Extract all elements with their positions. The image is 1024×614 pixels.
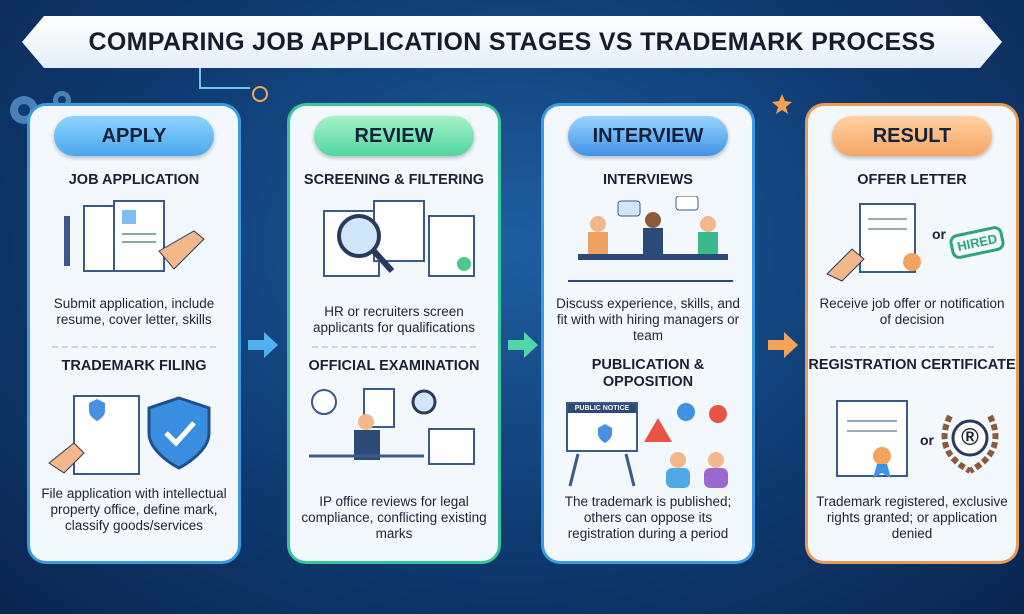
stage-label: RESULT (872, 124, 952, 147)
stage-pill-apply: APPLY (54, 116, 214, 156)
stage-card-interview: INTERVIEW INTERVIEWS Discuss experience,… (544, 106, 752, 561)
stage-card-apply: APPLY JOB APPLICATION Submit application… (30, 106, 238, 561)
offer-letter-icon (826, 203, 921, 282)
stage-label: APPLY (101, 124, 167, 147)
magnifier-profiles-icon (323, 200, 475, 277)
section-divider (830, 346, 994, 348)
trademark-filing-shield-icon (48, 395, 211, 475)
opposition-people-icon (568, 403, 728, 488)
trademark-step-title: REGISTRATION CERTIFICATE (808, 357, 1016, 373)
job-step-title: JOB APPLICATION (68, 172, 200, 188)
offer-letter-illustration: or HIRED (822, 194, 1007, 289)
trademark-step-description: File application with intellectual prope… (41, 486, 227, 533)
or-label: or (920, 432, 934, 448)
job-step-title: INTERVIEWS (603, 172, 693, 188)
resume-documents-icon (64, 200, 205, 272)
trademark-step-description: Trademark registered, exclusive rights g… (816, 494, 1008, 541)
certificate-icon (836, 400, 908, 478)
interview-meeting-icon (568, 196, 733, 282)
job-step-description: Discuss experience, skills, and fit with… (556, 296, 740, 343)
registration-certificate-illustration: or ® (822, 396, 1002, 486)
page-title: COMPARING JOB APPLICATION STAGES VS TRAD… (88, 27, 936, 56)
star-icon (772, 94, 792, 114)
laurel-wreath-icon (941, 414, 999, 474)
stage-label: REVIEW (354, 124, 434, 147)
or-label: or (932, 226, 946, 242)
section-divider (52, 346, 216, 348)
hired-stamp: HIRED (947, 224, 1007, 261)
trademark-step-title: PUBLICATION & OPPOSITION (591, 357, 705, 390)
job-step-description: Receive job offer or notification of dec… (819, 296, 1005, 327)
job-step-title: OFFER LETTER (857, 172, 967, 188)
registered-symbol: ® (961, 424, 979, 451)
arrow-right-icon (768, 332, 798, 358)
job-step-description: HR or recruiters screen applicants for q… (312, 304, 476, 335)
public-notice-label: PUBLIC NOTICE (568, 404, 636, 413)
stage-label: INTERVIEW (592, 124, 704, 147)
stage-pill-review: REVIEW (314, 116, 474, 156)
trademark-step-title: OFFICIAL EXAMINATION (308, 358, 480, 374)
stage-pill-interview: INTERVIEW (568, 116, 728, 156)
trademark-step-description: IP office reviews for legal compliance, … (301, 494, 487, 541)
trademark-step-title: TRADEMARK FILING (61, 358, 207, 374)
title-banner: COMPARING JOB APPLICATION STAGES VS TRAD… (22, 16, 1002, 68)
job-step-description: Submit application, include resume, cove… (53, 296, 215, 327)
trademark-step-description: The trademark is published; others can o… (564, 494, 732, 541)
arrow-right-icon (248, 332, 278, 358)
public-notice-illustration: PUBLIC NOTICE (558, 398, 738, 488)
section-divider (312, 346, 476, 348)
stage-card-review: REVIEW SCREENING & FILTERING HR or recru… (290, 106, 498, 561)
circuit-line-decor (199, 68, 268, 102)
gears-icon (10, 91, 71, 124)
arrow-right-icon (508, 332, 538, 358)
examiner-desk-icon (309, 388, 475, 465)
stage-pill-result: RESULT (832, 116, 992, 156)
stage-card-result: RESULT OFFER LETTER or HIRED Receive job… (808, 106, 1016, 561)
job-step-title: SCREENING & FILTERING (303, 172, 485, 188)
